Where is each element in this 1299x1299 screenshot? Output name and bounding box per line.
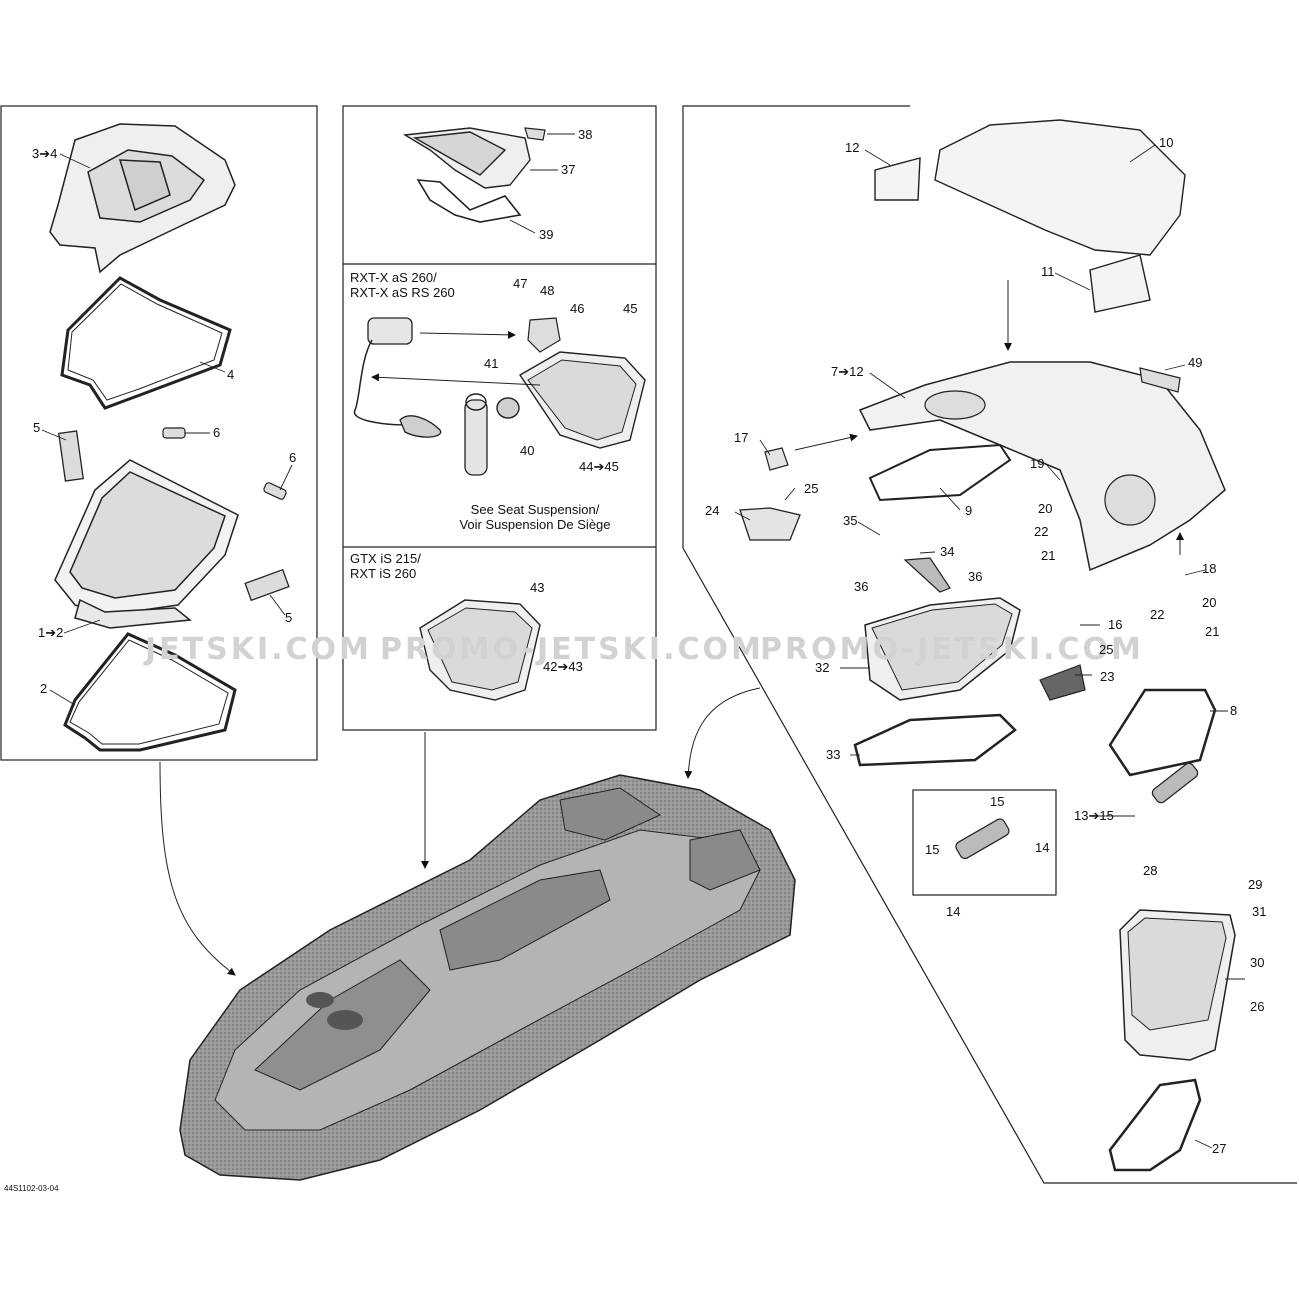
callout-28: 28 — [1143, 863, 1158, 878]
note-suspension-line-1: See Seat Suspension/ — [470, 502, 600, 517]
callout-49: 49 — [1188, 355, 1203, 370]
callout-29: 29 — [1248, 877, 1263, 892]
strip-5a — [58, 430, 84, 482]
note-rxt-x-models: RXT-X aS 260/ RXT-X aS RS 260 — [350, 270, 455, 300]
callout-33: 33 — [826, 747, 841, 762]
watermark-2: PROMO-JETSKI.COM — [380, 632, 764, 667]
callout-1-2: 1➔2 — [38, 625, 64, 640]
callout-40: 40 — [520, 443, 535, 458]
callout-42-43: 42➔43 — [543, 659, 583, 674]
callout-20b: 20 — [1202, 595, 1217, 610]
callout-7-12: 7➔12 — [831, 364, 864, 379]
callout-15a: 15 — [990, 794, 1005, 809]
callout-46: 46 — [570, 301, 585, 316]
callout-19: 19 — [1030, 456, 1045, 471]
callout-9: 9 — [965, 503, 973, 518]
callout-6b: 6 — [289, 450, 297, 465]
center-panel-frame — [342, 105, 657, 731]
seal-8 — [1108, 688, 1217, 777]
callout-21b: 21 — [1205, 624, 1220, 639]
watermark-1: JETSKI.COM — [145, 632, 372, 667]
callout-26: 26 — [1250, 999, 1265, 1014]
callout-16: 16 — [1108, 617, 1123, 632]
callout-37: 37 — [561, 162, 576, 177]
callout-39: 39 — [539, 227, 554, 242]
note-seat-suspension: See Seat Suspension/ Voir Suspension De … — [425, 502, 645, 532]
callout-25b: 25 — [1099, 642, 1114, 657]
callout-25a: 25 — [804, 481, 819, 496]
callout-22b: 22 — [1150, 607, 1165, 622]
callout-38: 38 — [578, 127, 593, 142]
callout-24: 24 — [705, 503, 720, 518]
bin-seal-2 — [63, 632, 237, 752]
note-rxt-x-line-1: RXT-X aS 260/ — [350, 270, 437, 285]
note-gtx-line-1: GTX iS 215/ — [350, 551, 421, 566]
callout-5b: 5 — [285, 610, 293, 625]
callout-30: 30 — [1250, 955, 1265, 970]
callout-31: 31 — [1252, 904, 1267, 919]
callout-14b: 14 — [946, 904, 961, 919]
callout-11: 11 — [1041, 264, 1055, 279]
callout-10: 10 — [1159, 135, 1174, 150]
callout-35: 35 — [843, 513, 858, 528]
callout-14a: 14 — [1035, 840, 1050, 855]
diagram-code: 44S1102-03-04 — [4, 1184, 59, 1193]
cover-seal-4 — [60, 276, 232, 410]
callout-41: 41 — [484, 356, 499, 371]
seal-9 — [868, 443, 1012, 502]
callout-48: 48 — [540, 283, 555, 298]
callout-43: 43 — [530, 580, 545, 595]
callout-3-4: 3➔4 — [32, 146, 58, 161]
callout-22a: 22 — [1034, 524, 1049, 539]
seat-decal-10 — [934, 119, 1186, 256]
storage-cover-part — [49, 123, 236, 274]
callout-36a: 36 — [854, 579, 869, 594]
callout-44-45: 44➔45 — [579, 459, 619, 474]
callout-15b: 15 — [925, 842, 940, 857]
callout-32: 32 — [815, 660, 830, 675]
callout-5a: 5 — [33, 420, 41, 435]
callout-8: 8 — [1230, 703, 1238, 718]
callout-18: 18 — [1202, 561, 1217, 576]
seal-27 — [1108, 1078, 1202, 1172]
right-panel-frame — [682, 105, 1297, 1184]
callout-6a: 6 — [213, 425, 221, 440]
seal-33 — [853, 713, 1017, 767]
callout-27: 27 — [1212, 1141, 1227, 1156]
callout-36b: 36 — [968, 569, 983, 584]
callout-34: 34 — [940, 544, 955, 559]
callout-23: 23 — [1100, 669, 1115, 684]
callout-21a: 21 — [1041, 548, 1056, 563]
storage-bin-part — [54, 459, 239, 629]
note-suspension-line-2: Voir Suspension De Siège — [459, 517, 611, 532]
note-gtx-line-2: RXT iS 260 — [350, 566, 417, 581]
callout-4: 4 — [227, 367, 235, 382]
callout-17: 17 — [734, 430, 749, 445]
handle-kit-box — [912, 789, 1057, 896]
cover-gasket-39 — [416, 179, 522, 223]
watermark-3: PROMO-JETSKI.COM — [760, 632, 1144, 667]
callout-13-15: 13➔15 — [1074, 808, 1114, 823]
note-gtx-models: GTX iS 215/ RXT iS 260 — [350, 551, 421, 581]
left-panel-frame — [0, 105, 318, 761]
callout-47: 47 — [513, 276, 528, 291]
note-rxt-x-line-2: RXT-X aS RS 260 — [350, 285, 455, 300]
callout-2: 2 — [40, 681, 48, 696]
callout-20a: 20 — [1038, 501, 1053, 516]
strip-5b — [244, 568, 290, 602]
glovebox-cover-part — [402, 127, 531, 189]
callout-12: 12 — [845, 140, 860, 155]
callout-45: 45 — [623, 301, 638, 316]
